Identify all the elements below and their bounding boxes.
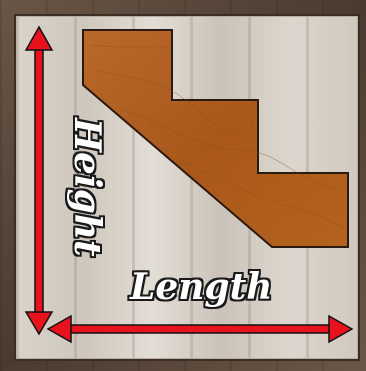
length-label: Length [130, 266, 272, 308]
stair-stringer-shape [83, 30, 348, 247]
height-label: Height [66, 118, 108, 257]
height-arrow [26, 27, 52, 334]
length-arrow [48, 316, 352, 342]
